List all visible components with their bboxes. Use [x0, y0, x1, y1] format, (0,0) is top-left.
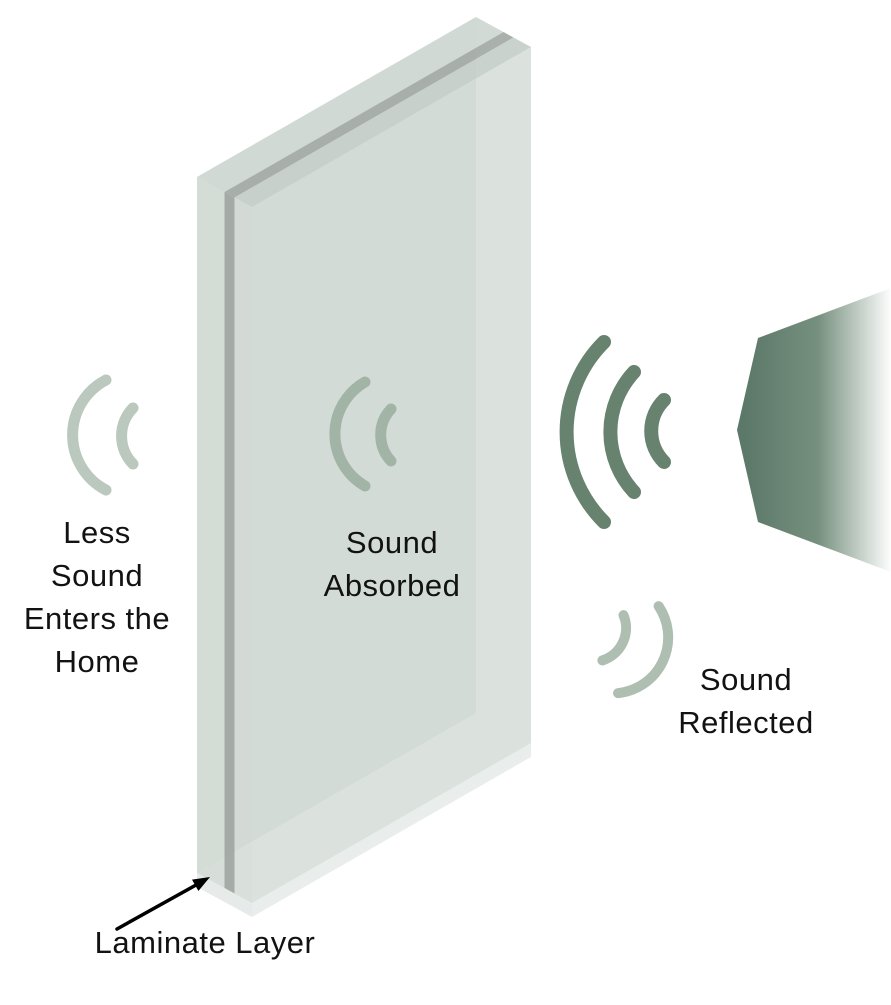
laminated-glass-pane — [197, 17, 531, 917]
transmitted-wave-inner-arc — [116, 402, 139, 470]
absorbed-wave-outer-arc — [329, 376, 371, 492]
label-line: Sound — [700, 662, 792, 697]
laminate-layer-callout: Laminate Layer — [95, 877, 316, 960]
incoming-wave-outer-arc — [559, 335, 611, 529]
sound-waves-incoming-icon — [559, 335, 671, 529]
glass-left-edge-back-pane — [197, 177, 225, 888]
reflected-wave-inner-arc — [597, 610, 632, 666]
glass-top-edge-front-pane — [234, 37, 531, 207]
glass-bottom-left-corner — [197, 873, 252, 917]
callout-arrowhead-icon — [192, 877, 210, 891]
label-line: Sound — [51, 558, 143, 593]
label-line: Sound — [346, 525, 438, 560]
glass-bottom-edge — [252, 743, 531, 917]
reflected-wave-outer-arc — [613, 601, 674, 699]
glass-left-edge-front-pane — [234, 197, 252, 903]
glass-front-face — [252, 47, 531, 903]
incoming-wave-middle-arc — [603, 365, 641, 499]
sound-waves-reflected-icon — [597, 601, 674, 699]
label-sound-absorbed: Sound Absorbed — [324, 525, 461, 603]
label-sound-reflected: Sound Reflected — [678, 662, 813, 740]
sound-waves-transmitted-icon — [67, 374, 139, 496]
absorbed-wave-inner-arc — [375, 403, 397, 467]
speaker-icon — [737, 288, 891, 572]
label-line: Reflected — [678, 705, 813, 740]
label-line: Enters the — [24, 601, 170, 636]
label-line: Less — [63, 515, 130, 550]
sound-waves-absorbed-icon — [329, 376, 397, 492]
label-laminate-layer: Laminate Layer — [95, 925, 316, 960]
label-line: Absorbed — [324, 568, 461, 603]
laminate-top-edge — [224, 32, 514, 198]
glass-top-edge-back-pane — [197, 17, 504, 192]
label-less-sound-enters-the-home: Less Sound Enters the Home — [24, 515, 170, 679]
incoming-wave-inner-arc — [644, 393, 671, 469]
laminate-left-edge — [224, 192, 235, 894]
callout-arrow-line — [115, 883, 198, 931]
label-line: Home — [55, 644, 140, 679]
transmitted-wave-outer-arc — [67, 374, 112, 496]
